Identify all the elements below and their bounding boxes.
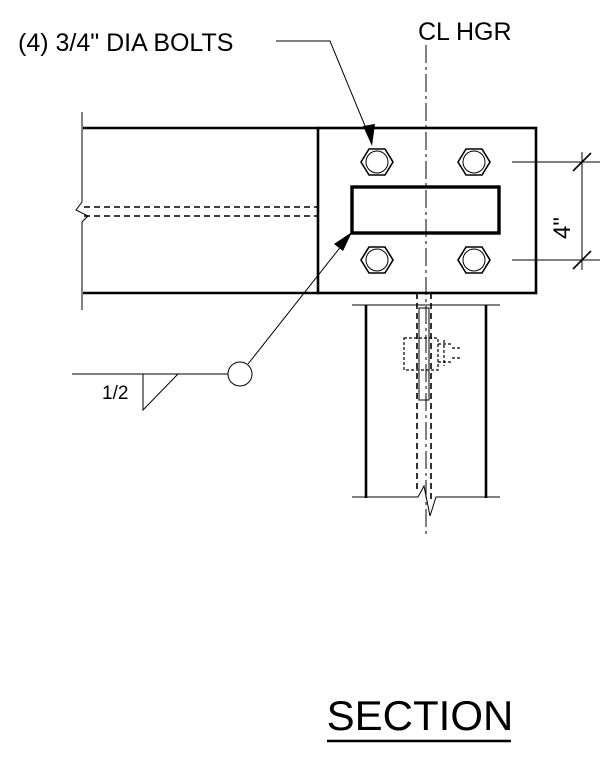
section-title: SECTION xyxy=(327,692,514,739)
bolt-icon xyxy=(457,246,491,274)
plate-slot xyxy=(350,185,501,235)
bolts-leader-arrow xyxy=(363,124,375,146)
bolt-icon xyxy=(360,148,394,176)
dimension-4in xyxy=(512,152,600,270)
weld-symbol xyxy=(72,232,352,412)
bolt-icon xyxy=(457,148,491,176)
weld-size: 1/2 xyxy=(102,383,128,404)
bolts-callout: (4) 3/4" DIA BOLTS xyxy=(18,29,233,57)
centerline-label: CL HGR xyxy=(418,18,512,46)
hanger xyxy=(352,293,500,517)
end-plate xyxy=(316,126,538,295)
bolt-icon xyxy=(360,246,394,274)
bolts-leader xyxy=(276,40,371,139)
dimension-label: 4" xyxy=(549,217,576,239)
beam xyxy=(75,112,318,310)
weld-leader-arrow xyxy=(334,232,352,251)
